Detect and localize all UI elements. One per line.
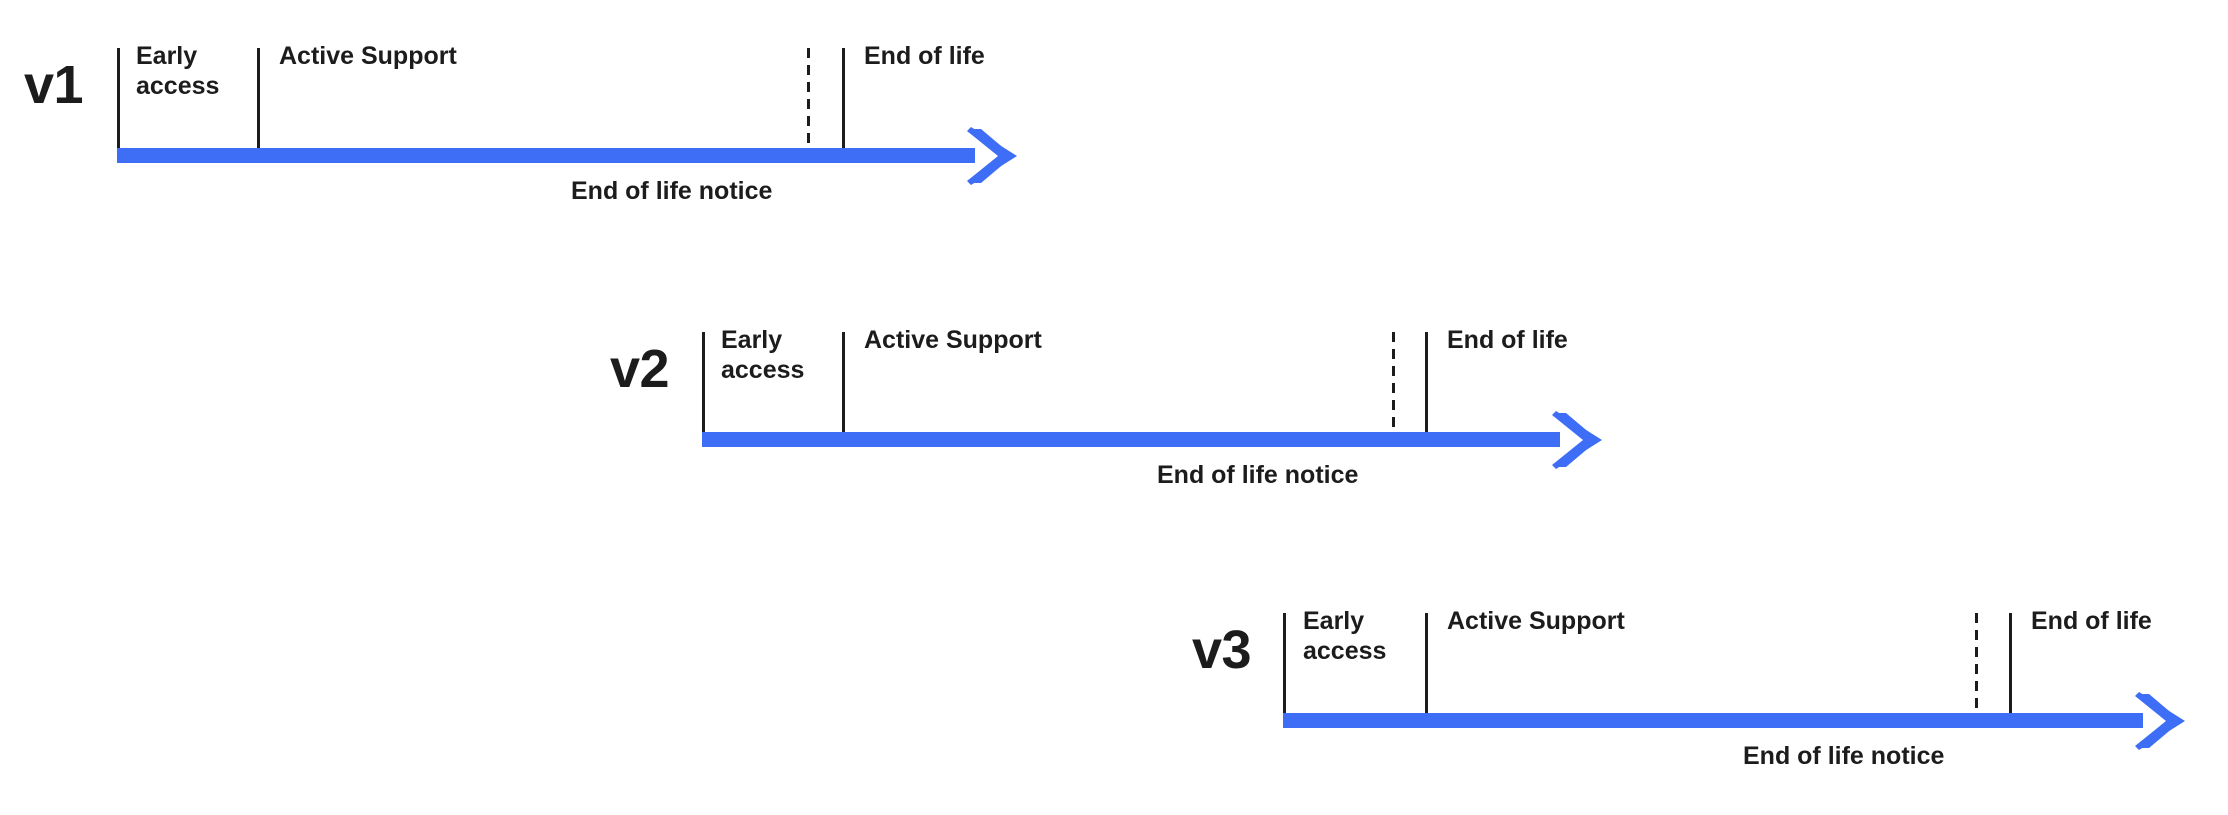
tick-early-access-start-v2 bbox=[702, 332, 705, 432]
lifecycle-arrow-head-v3 bbox=[2135, 692, 2185, 750]
phase-label-early-access-v1: Early access bbox=[136, 42, 220, 100]
lifecycle-arrow-head-v1 bbox=[967, 127, 1017, 185]
version-label-v2: v2 bbox=[610, 339, 670, 399]
tick-end-of-life-notice-v1 bbox=[807, 48, 810, 148]
phase-label-active-support-v2: Active Support bbox=[864, 326, 1042, 354]
timeline-row-v2: v2 Early access Active Support End of li… bbox=[0, 284, 2228, 534]
tick-early-access-start-v1 bbox=[117, 48, 120, 148]
tick-active-support-start-v1 bbox=[257, 48, 260, 148]
phase-label-end-of-life-v2: End of life bbox=[1447, 326, 1568, 354]
tick-end-of-life-start-v2 bbox=[1425, 332, 1428, 432]
phase-label-end-of-life-v1: End of life bbox=[864, 42, 985, 70]
version-label-v1: v1 bbox=[24, 55, 84, 115]
phase-label-active-support-v3: Active Support bbox=[1447, 607, 1625, 635]
phase-label-early-access-v3: Early access bbox=[1303, 607, 1387, 665]
timeline-row-v1: v1 Early access Active Support End of li… bbox=[0, 0, 2228, 250]
lifecycle-arrow-track-v1 bbox=[117, 148, 975, 163]
notice-label-v3: End of life notice bbox=[1743, 742, 1945, 770]
tick-active-support-start-v3 bbox=[1425, 613, 1428, 713]
notice-label-v2: End of life notice bbox=[1157, 461, 1359, 489]
timeline-row-v3: v3 Early access Active Support End of li… bbox=[0, 565, 2228, 815]
phase-label-early-access-v2: Early access bbox=[721, 326, 805, 384]
lifecycle-arrow-track-v3 bbox=[1283, 713, 2143, 728]
notice-label-v1: End of life notice bbox=[571, 177, 773, 205]
lifecycle-arrow-head-v2 bbox=[1552, 411, 1602, 469]
phase-label-active-support-v1: Active Support bbox=[279, 42, 457, 70]
tick-end-of-life-notice-v3 bbox=[1975, 613, 1978, 713]
version-label-v3: v3 bbox=[1192, 620, 1252, 680]
tick-end-of-life-notice-v2 bbox=[1392, 332, 1395, 432]
phase-label-end-of-life-v3: End of life bbox=[2031, 607, 2152, 635]
tick-early-access-start-v3 bbox=[1283, 613, 1286, 713]
tick-active-support-start-v2 bbox=[842, 332, 845, 432]
tick-end-of-life-start-v3 bbox=[2009, 613, 2012, 713]
tick-end-of-life-start-v1 bbox=[842, 48, 845, 148]
lifecycle-arrow-track-v2 bbox=[702, 432, 1560, 447]
